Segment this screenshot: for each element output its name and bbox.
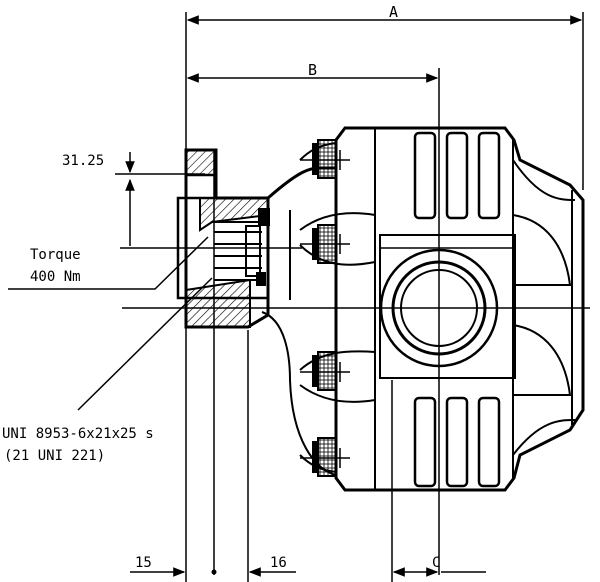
bolt-3 [300, 351, 350, 391]
bolt-2 [300, 224, 350, 264]
dimension-c: C [391, 380, 486, 582]
flange-offset-label: 31.25 [62, 153, 104, 169]
dimension-c-label: C [432, 555, 440, 571]
bolts [300, 139, 350, 477]
dimension-b-label: B [308, 61, 317, 79]
torque-label-line1: Torque [30, 247, 81, 263]
bolt-4 [300, 437, 350, 477]
dimension-left-width: 15 [130, 327, 187, 582]
right-width-label: 16 [270, 555, 287, 571]
pump-body [261, 126, 585, 492]
spline-callout: UNI 8953-6x21x25 s (21 UNI 221) [2, 277, 213, 464]
spline-label-line1: UNI 8953-6x21x25 s [2, 426, 154, 442]
bolt-1 [300, 139, 350, 179]
torque-callout: Torque 400 Nm [8, 236, 209, 290]
dimension-a-label: A [389, 3, 398, 21]
dimension-a: A [185, 3, 584, 190]
dimension-b: B [186, 61, 440, 130]
dimension-right-width: 16 [211, 330, 296, 582]
spline-label-line2: (21 UNI 221) [4, 448, 105, 464]
left-width-label: 15 [135, 555, 152, 571]
coupling-section [176, 148, 270, 329]
torque-label-line2: 400 Nm [30, 269, 81, 285]
